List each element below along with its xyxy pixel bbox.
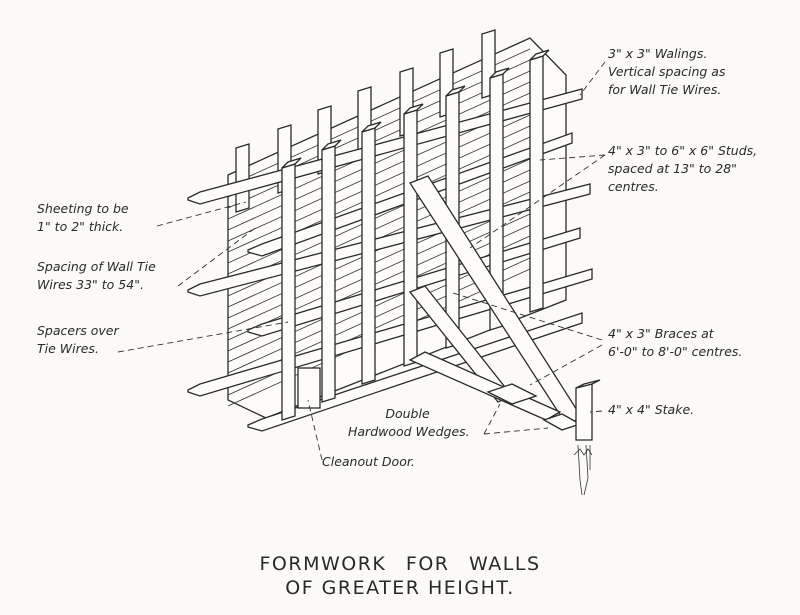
back-stud [235, 143, 250, 213]
front-stud-top [445, 85, 466, 97]
ground-sill [408, 351, 562, 421]
label-cleanout: Cleanout Door. [322, 454, 415, 469]
label-spacers: Spacers over Tie Wires. [37, 323, 119, 356]
sheeting-panel [227, 37, 567, 419]
cleanout-door [297, 367, 321, 409]
front-stud-top [403, 103, 424, 115]
front-stud-top [529, 49, 550, 61]
board-line [227, 114, 531, 253]
front-stud-top [489, 67, 510, 79]
wedge-upper [486, 383, 538, 405]
label-tie-spacing: Spacing of Wall Tie Wires 33" to 54". [37, 259, 156, 292]
front-stud-top [361, 121, 382, 133]
front-studs [281, 49, 550, 421]
label-braces: 4" x 3" Braces at 6'-0" to 8'-0" centres… [608, 326, 743, 359]
front-stud-top [281, 157, 302, 169]
braces [408, 175, 583, 425]
front-stud [403, 109, 418, 367]
title-line-2: OF GREATER HEIGHT. [285, 577, 515, 599]
front-stud [529, 55, 544, 313]
label-stake: 4" x 4" Stake. [608, 402, 695, 417]
front-stud [321, 145, 336, 403]
front-stud [281, 163, 296, 421]
front-stud-top [321, 139, 342, 151]
front-waling [247, 312, 583, 432]
label-wedges: Double Hardwood Wedges. [348, 406, 470, 439]
title-line-1: FORMWORK FOR WALLS [259, 553, 541, 575]
board-line [227, 92, 531, 231]
label-walings: 3" x 3" Walings. Vertical spacing as for… [608, 46, 726, 97]
label-studs: 4" x 3" to 6" x 6" Studs, spaced at 13" … [608, 143, 758, 194]
leader-lines [117, 61, 606, 461]
label-sheeting: Sheeting to be 1" to 2" thick. [37, 201, 129, 234]
board-line [227, 202, 531, 341]
stake [573, 379, 601, 496]
front-stud [361, 127, 376, 385]
